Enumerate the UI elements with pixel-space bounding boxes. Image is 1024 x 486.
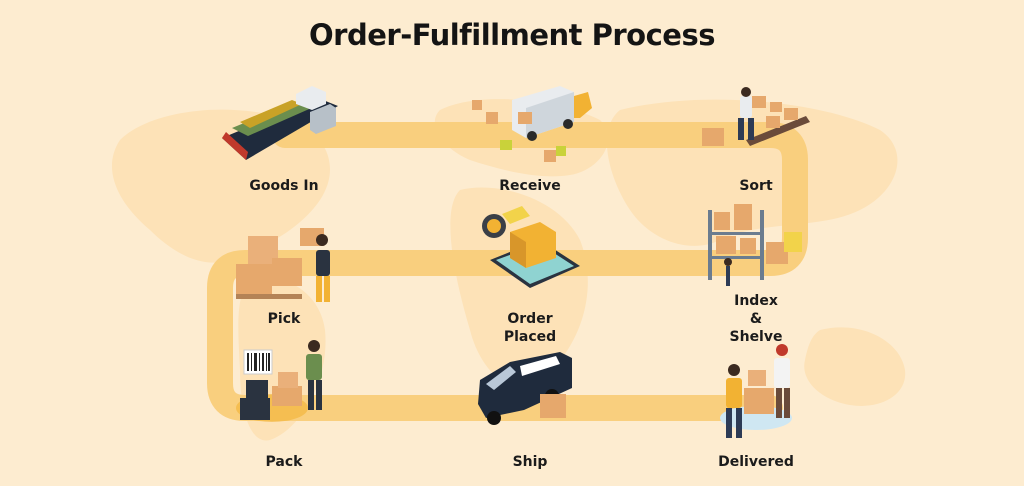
step-label-receive: Receive xyxy=(499,178,561,194)
order-placed-line-2: Placed xyxy=(503,329,557,345)
index-shelve-line-2: & xyxy=(749,311,763,327)
step-label-pack: Pack xyxy=(265,454,303,470)
index-shelve-line-3: Shelve xyxy=(729,329,783,345)
tablet-order-icon xyxy=(482,206,580,288)
index-shelve-line-1: Index xyxy=(734,293,778,309)
picker-worker-icon xyxy=(236,228,330,302)
delivery-handover-icon xyxy=(720,344,792,438)
step-label-delivered: Delivered xyxy=(718,454,794,470)
step-label-order-placed: Order Placed xyxy=(460,310,600,346)
order-placed-line-1: Order xyxy=(507,311,553,327)
warehouse-shelf-icon xyxy=(708,204,802,286)
cargo-ship-icon xyxy=(222,86,338,160)
step-label-ship: Ship xyxy=(512,454,548,470)
sorting-conveyor-icon xyxy=(702,87,810,146)
step-label-index-shelve: Index & Shelve xyxy=(686,292,826,346)
world-map xyxy=(111,99,906,441)
delivery-truck-icon xyxy=(472,86,592,162)
delivery-van-icon xyxy=(478,352,572,425)
packing-station-icon xyxy=(236,340,322,422)
page-title: Order-Fulfillment Process xyxy=(309,18,715,52)
step-label-sort: Sort xyxy=(739,178,773,194)
step-label-goods-in: Goods In xyxy=(249,178,319,194)
step-label-pick: Pick xyxy=(267,311,301,327)
